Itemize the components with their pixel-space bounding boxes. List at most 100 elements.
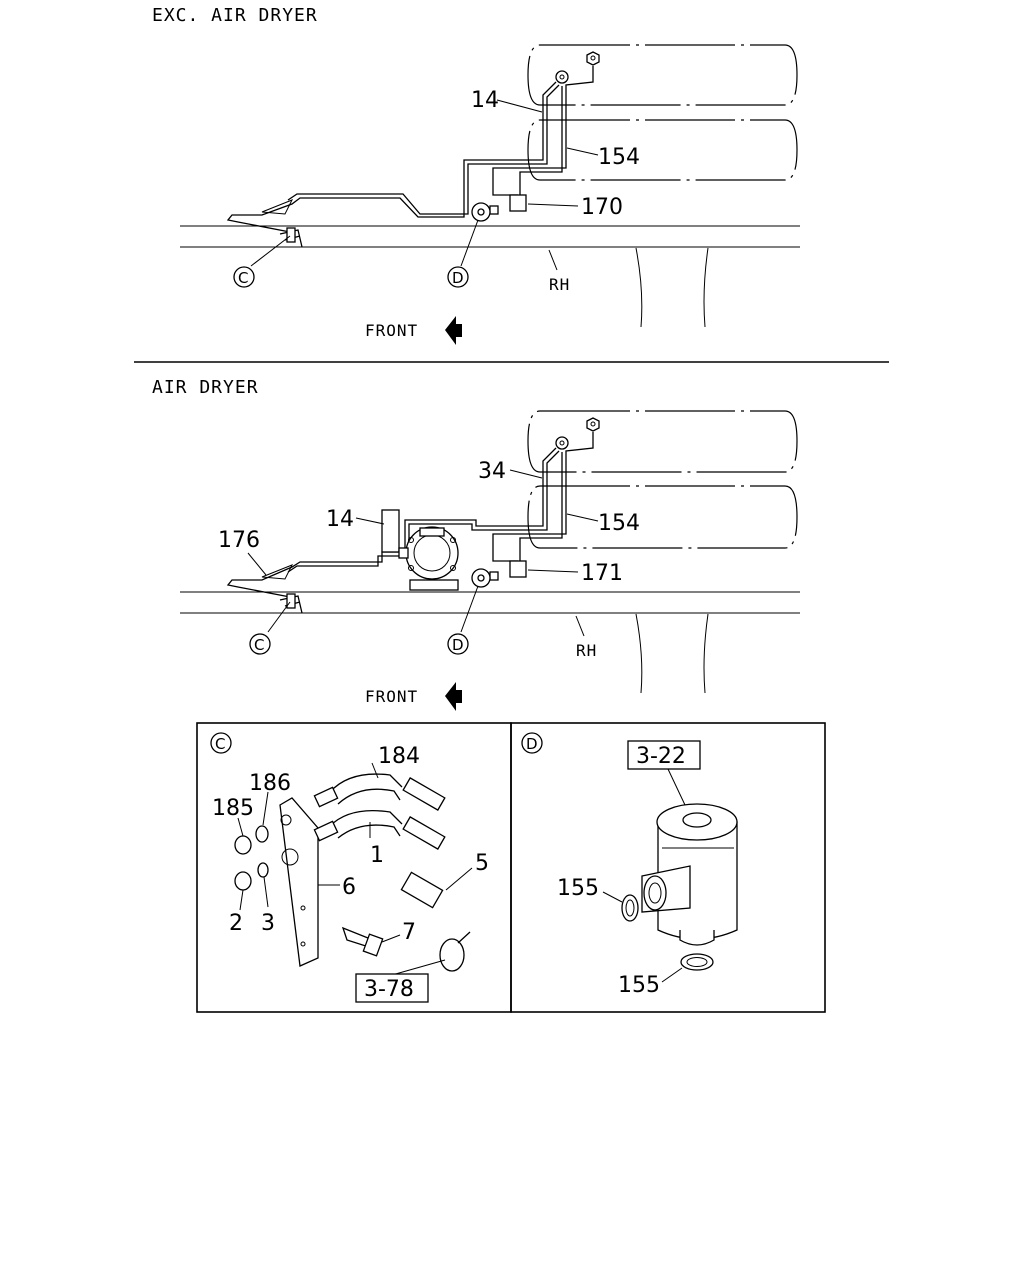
label-6: 6: [342, 875, 356, 900]
air-tank-lower: [527, 119, 798, 181]
label-155-bottom: 155: [618, 973, 660, 998]
leader-3-22: [667, 768, 686, 806]
ref-3-78: 3-78: [364, 977, 414, 1002]
leader-3-78: [391, 959, 446, 976]
ref-box-3-22: [627, 740, 701, 770]
label-171: 171: [581, 561, 623, 586]
crossmember-line-b: [703, 247, 709, 328]
label-14: 14: [326, 507, 354, 532]
cable-tie-tail: [457, 931, 471, 944]
leader-14: [496, 99, 543, 113]
label-34: 34: [478, 459, 506, 484]
bolt-7-head: [362, 933, 384, 957]
detail-d: D 3-22 155 155: [521, 732, 738, 998]
bracket-plate-6: [279, 797, 319, 967]
label-2: 2: [229, 911, 243, 936]
label-1: 1: [370, 843, 384, 868]
leader-7: [381, 934, 401, 943]
hose-connector-body: [286, 227, 296, 243]
leader-rh: [575, 615, 585, 637]
label-186: 186: [249, 771, 291, 796]
dryer-bolt: [408, 537, 414, 543]
label-155-side: 155: [557, 876, 599, 901]
leader-186: [262, 791, 269, 826]
cable-tie: [439, 938, 465, 972]
front-arrow-icon: [445, 682, 462, 711]
fitting-170-joint: [489, 205, 499, 215]
dryer-bolt: [450, 537, 456, 543]
ref-3-22: 3-22: [636, 744, 686, 769]
front-arrow-icon: [445, 316, 462, 345]
bottom-section-title: AIR DRYER: [152, 377, 259, 398]
drain-valve-core: [477, 208, 485, 216]
dryer-mount-base: [409, 579, 459, 591]
washer-3: [257, 862, 269, 878]
pipe-154-b: [519, 86, 563, 195]
fitting-170: [509, 194, 527, 212]
bracket-hole: [281, 848, 299, 866]
hose-184: [329, 773, 403, 793]
bracket-hole: [300, 941, 306, 947]
label-185: 185: [212, 796, 254, 821]
leader-34: [509, 469, 543, 479]
leader-14: [355, 517, 385, 525]
pipe-154-b: [519, 452, 563, 561]
front-label: FRONT: [365, 321, 418, 340]
nut-185: [234, 835, 252, 855]
tank-nut-inner: [590, 421, 596, 427]
dryer-bolt: [450, 565, 456, 571]
dryer-inlet-fitting: [398, 547, 409, 559]
hose-1-b: [337, 824, 401, 839]
o-ring-155-side-inner: [625, 899, 635, 917]
callout-d-text: D: [452, 269, 464, 287]
bracket-hole: [300, 905, 306, 911]
label-3: 3: [261, 911, 275, 936]
side-port-bore: [648, 882, 662, 904]
callout-c: [233, 266, 255, 288]
pipe-34-b: [408, 450, 560, 548]
valve-top-port: [682, 812, 712, 828]
leader-184: [371, 762, 379, 779]
leader-155-b: [661, 967, 683, 983]
crossmember-line-a: [635, 613, 643, 694]
leader-176: [247, 552, 267, 576]
label-7: 7: [402, 920, 416, 945]
pipe-176-b: [287, 555, 400, 573]
nut-2: [234, 871, 252, 891]
crossmember-line-b: [703, 613, 709, 694]
leader-185: [237, 817, 244, 837]
valve-bottom: [679, 930, 715, 946]
label-154: 154: [598, 145, 640, 170]
tank-fitting-inner: [559, 440, 565, 446]
air-tank-upper: [527, 44, 798, 106]
callout-c: [249, 633, 271, 655]
label-184: 184: [378, 744, 420, 769]
leader-154: [566, 147, 599, 156]
ref-box-3-78: [355, 973, 429, 1003]
crossmember-line-a: [635, 247, 643, 328]
air-tank-upper: [527, 410, 798, 473]
detail-c-marker-text: C: [215, 735, 225, 753]
leader-5: [445, 867, 473, 891]
label-5: 5: [475, 851, 489, 876]
tank-nut-inner: [590, 55, 596, 61]
pipe-clamp: [261, 564, 294, 580]
detail-d-box: [510, 722, 826, 1013]
top-section: EXC. AIR DRYER 14: [152, 5, 800, 345]
hose-184-b: [337, 788, 401, 805]
detail-c: C: [210, 732, 489, 1003]
washer-186: [255, 825, 269, 843]
tank-nut: [586, 51, 600, 66]
detail-c-box: [196, 722, 512, 1013]
label-rh: RH: [576, 641, 597, 660]
leader-2: [239, 889, 244, 911]
hose-fitting: [313, 820, 339, 842]
tank-fitting: [555, 436, 569, 450]
tank-fitting: [555, 70, 569, 84]
pipe-14: [226, 81, 557, 233]
front-label: FRONT: [365, 687, 418, 706]
fitting-171: [509, 560, 527, 578]
hose-1: [329, 809, 403, 827]
callout-d-text: D: [452, 636, 464, 654]
dryer-bolt: [408, 565, 414, 571]
